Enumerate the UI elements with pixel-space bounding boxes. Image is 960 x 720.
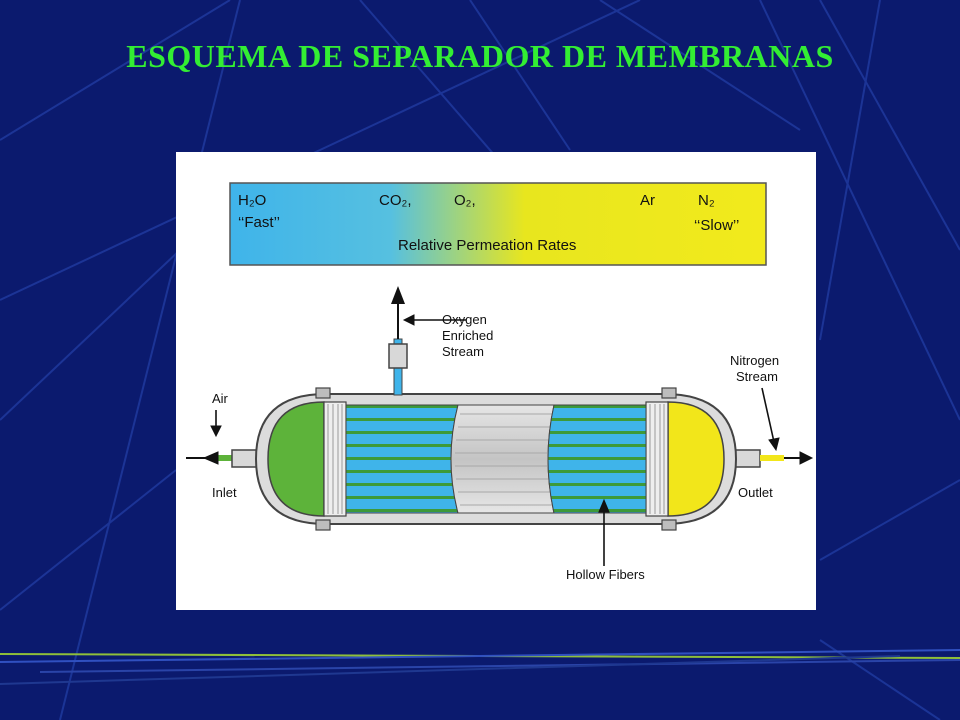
nitrogen-label-line2: Stream — [736, 369, 778, 384]
membrane-separator-figure: H₂O ‘‘Fast’’ CO₂, O₂, Ar N₂ ‘‘Slow’’ Rel… — [176, 152, 816, 610]
permeation-caption: Relative Permeation Rates — [398, 237, 576, 254]
fast-label: ‘‘Fast’’ — [238, 214, 280, 231]
nitrogen-label-line1: Nitrogen — [730, 353, 779, 368]
inlet-cap — [267, 401, 325, 517]
o2-label: O₂, — [454, 192, 476, 209]
h2o-label: H₂O — [238, 192, 266, 209]
flow-arrows — [186, 314, 814, 566]
slide-title: ESQUEMA DE SEPARADOR DE MEMBRANAS — [126, 38, 834, 74]
inlet-label: Inlet — [212, 485, 237, 500]
shell-cutaway — [450, 404, 555, 514]
air-label: Air — [212, 391, 229, 406]
oxygen-arrow — [391, 286, 405, 304]
oxygen-label-line1: Oxygen — [442, 312, 487, 327]
co2-label: CO₂, — [379, 192, 412, 209]
outlet-label: Outlet — [738, 485, 773, 500]
fiber-bundle-left — [345, 404, 459, 514]
diagram-svg: H₂O ‘‘Fast’’ CO₂, O₂, Ar N₂ ‘‘Slow’’ Rel… — [186, 182, 814, 582]
n2-label: N₂ — [698, 192, 715, 209]
outlet-pipe — [760, 455, 784, 461]
inlet-pipe — [210, 455, 236, 461]
hollow-fibers-label: Hollow Fibers — [566, 567, 645, 582]
oxygen-label-line2: Enriched — [442, 328, 493, 343]
fiber-bundle-right — [547, 404, 647, 514]
permeation-rate-bar: H₂O ‘‘Fast’’ CO₂, O₂, Ar N₂ ‘‘Slow’’ Rel… — [229, 182, 767, 266]
ar-label: Ar — [640, 192, 655, 209]
oxygen-label-line3: Stream — [442, 344, 484, 359]
slow-label: ‘‘Slow’’ — [694, 217, 739, 234]
separator-vessel — [210, 286, 784, 531]
outlet-cap — [667, 401, 725, 517]
